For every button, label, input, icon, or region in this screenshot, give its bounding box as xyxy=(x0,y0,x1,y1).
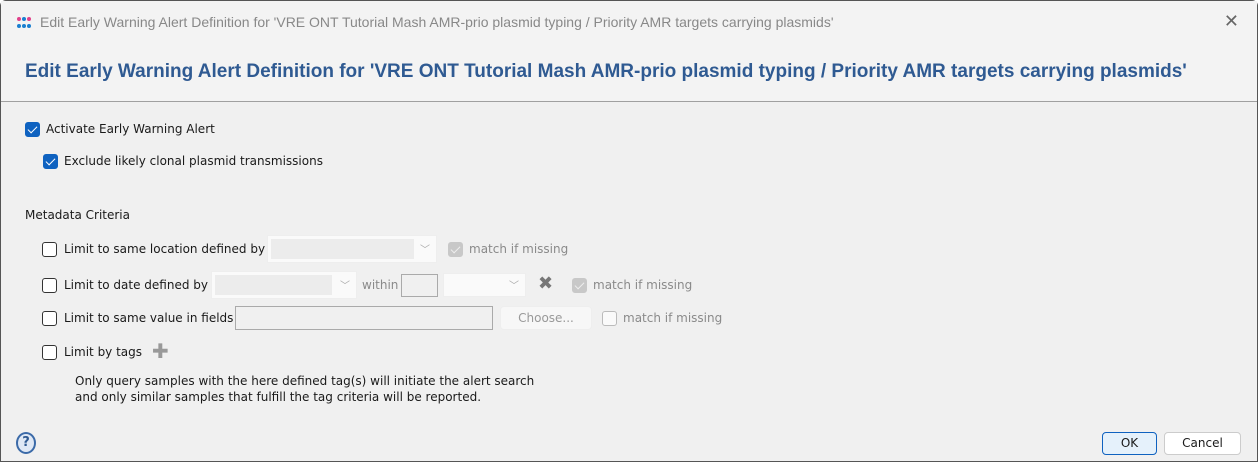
app-logo-icon xyxy=(17,17,31,28)
exclude-clonal-label: Exclude likely clonal plasmid transmissi… xyxy=(64,154,323,168)
within-label: within xyxy=(362,278,399,292)
tags-note-line2: and only similar samples that fulfill th… xyxy=(75,390,482,404)
chevron-down-icon: ﹀ xyxy=(340,281,350,292)
tags-note-line1: Only query samples with the here defined… xyxy=(75,374,535,388)
location-value xyxy=(271,239,414,259)
dialog-header: Edit Early Warning Alert Definition for … xyxy=(1,46,1257,102)
exclude-clonal-checkbox[interactable] xyxy=(43,154,58,169)
activate-alert-label: Activate Early Warning Alert xyxy=(46,122,215,136)
metadata-criteria-heading: Metadata Criteria xyxy=(25,208,130,222)
chevron-down-icon: ﹀ xyxy=(420,245,430,256)
limit-location-label: Limit to same location defined by xyxy=(64,242,266,256)
page-title: Edit Early Warning Alert Definition for … xyxy=(25,61,1187,82)
fields-input[interactable] xyxy=(235,306,493,330)
location-field-dropdown[interactable]: ﹀ xyxy=(267,235,437,263)
chevron-down-icon: ﹀ xyxy=(509,281,519,292)
ok-button[interactable]: OK xyxy=(1102,432,1157,455)
within-value-input[interactable] xyxy=(401,274,438,297)
date-match-missing-label: match if missing xyxy=(593,278,693,292)
limit-tags-label: Limit by tags xyxy=(64,345,143,359)
date-match-missing-checkbox[interactable] xyxy=(572,278,587,293)
fields-match-missing-checkbox[interactable] xyxy=(602,311,617,326)
fields-match-missing-label: match if missing xyxy=(623,311,723,325)
limit-date-label: Limit to date defined by xyxy=(64,278,208,292)
limit-date-checkbox[interactable] xyxy=(42,278,57,293)
cancel-button[interactable]: Cancel xyxy=(1164,432,1241,455)
title-bar: Edit Early Warning Alert Definition for … xyxy=(1,1,1257,46)
close-icon[interactable]: ✕ xyxy=(1223,11,1239,32)
add-tag-icon[interactable]: ✚ xyxy=(152,339,169,363)
window-title: Edit Early Warning Alert Definition for … xyxy=(40,14,834,30)
help-icon[interactable]: ? xyxy=(16,432,36,454)
location-match-missing-label: match if missing xyxy=(469,242,569,256)
choose-fields-button[interactable]: Choose... xyxy=(500,306,592,330)
date-field-dropdown[interactable]: ﹀ xyxy=(211,271,357,299)
location-match-missing-checkbox[interactable] xyxy=(448,242,463,257)
date-value xyxy=(215,275,332,295)
within-unit-dropdown[interactable]: ﹀ xyxy=(443,273,526,297)
limit-fields-label: Limit to same value in fields xyxy=(64,311,234,325)
limit-fields-checkbox[interactable] xyxy=(42,311,57,326)
limit-location-checkbox[interactable] xyxy=(42,242,57,257)
limit-tags-checkbox[interactable] xyxy=(42,345,57,360)
activate-alert-checkbox[interactable] xyxy=(25,122,40,137)
clear-date-icon[interactable]: ✖ xyxy=(538,273,554,294)
